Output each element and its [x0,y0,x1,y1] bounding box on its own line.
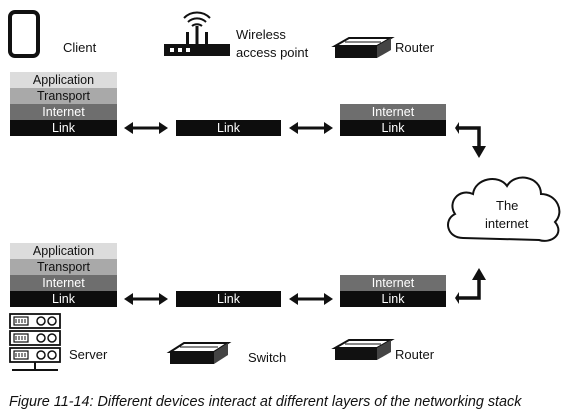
wireless-label-line1: Wireless [236,27,286,42]
router-bottom-label: Router [395,347,435,362]
server-link-layer: Link [10,291,117,307]
client-application-layer: Application [10,72,117,88]
double-arrow-icon [124,293,168,305]
switch-icon [166,342,232,364]
double-arrow-icon [289,122,333,134]
client-internet-layer: Internet [10,104,117,120]
wireless-label-line2: access point [236,45,309,60]
wireless-access-point-icon [164,11,230,56]
server-rack-icon [9,313,61,371]
client-label: Client [63,40,97,55]
access-point-link-layer: Link [176,120,281,136]
router-icon-bottom [331,339,395,360]
client-transport-layer: Transport [10,88,117,104]
router-icon-top [331,37,395,58]
switch-label: Switch [248,350,287,365]
figure-caption: Figure 11-14: Different devices interact… [9,394,522,410]
switch-link-layer: Link [176,291,281,307]
internet-cloud-icon [447,176,561,242]
server-transport-layer: Transport [10,259,117,275]
cloud-label-line2: internet [485,216,529,231]
server-internet-layer: Internet [10,275,117,291]
client-link-layer: Link [10,120,117,136]
server-label: Server [69,347,108,362]
router-bottom-link-layer: Link [340,291,446,307]
router-top-internet-layer: Internet [340,104,446,120]
router-bottom-internet-layer: Internet [340,275,446,291]
phone-icon [8,10,40,58]
cloud-label-line1: The [496,198,519,213]
double-arrow-icon [124,122,168,134]
router-top-link-layer: Link [340,120,446,136]
double-arrow-icon [289,293,333,305]
bent-arrow-up-icon [455,268,486,304]
server-application-layer: Application [10,243,117,259]
router-top-label: Router [395,40,435,55]
bent-arrow-down-icon [455,122,486,158]
